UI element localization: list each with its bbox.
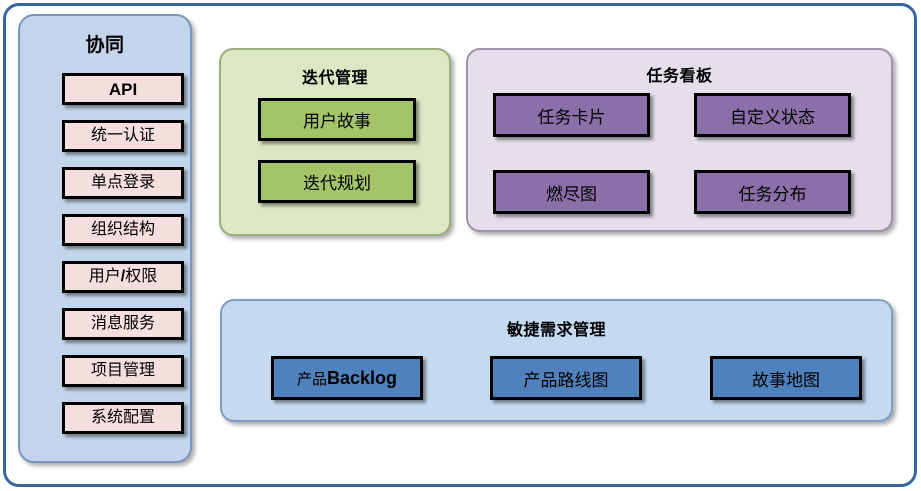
sidebar-item-sso[interactable]: 单点登录 — [62, 167, 184, 199]
outer-frame — [3, 3, 917, 487]
sidebar-title: 协同 — [85, 35, 125, 56]
sidebar-item-project-management[interactable]: 项目管理 — [62, 355, 184, 387]
sidebar-item-system-config[interactable]: 系统配置 — [62, 402, 184, 434]
agile-box-product-backlog[interactable]: 产品Backlog — [271, 356, 423, 400]
sidebar-item-label: 用户/权限 — [88, 268, 158, 285]
task-board-panel: 任务看板 任务卡片 自定义状态 燃尽图 任务分布 — [466, 48, 893, 232]
sidebar-item-user-permission[interactable]: 用户/权限 — [62, 261, 184, 293]
agile-box-product-roadmap[interactable]: 产品路线图 — [490, 356, 642, 400]
agile-requirements-panel: 敏捷需求管理 产品Backlog 产品路线图 故事地图 — [220, 299, 893, 422]
iteration-box-iteration-planning[interactable]: 迭代规划 — [258, 160, 416, 203]
taskboard-box-task-distribution[interactable]: 任务分布 — [694, 170, 851, 214]
agile-box-story-map[interactable]: 故事地图 — [710, 356, 862, 400]
sidebar-item-org-structure[interactable]: 组织结构 — [62, 214, 184, 246]
sidebar-panel: 协同 API 统一认证 单点登录 组织结构 用户/权限 消息服务 项目管理 系统… — [18, 14, 192, 463]
taskboard-box-custom-status[interactable]: 自定义状态 — [694, 93, 851, 137]
taskboard-box-burndown-chart[interactable]: 燃尽图 — [493, 170, 650, 214]
sidebar-item-api[interactable]: API — [62, 73, 184, 105]
sidebar-item-message-service[interactable]: 消息服务 — [62, 308, 184, 340]
iteration-box-user-story[interactable]: 用户故事 — [258, 98, 416, 141]
agile-requirements-title: 敏捷需求管理 — [506, 322, 606, 339]
iteration-management-panel: 迭代管理 用户故事 迭代规划 — [219, 48, 451, 236]
task-board-title: 任务看板 — [646, 68, 713, 85]
taskboard-box-task-card[interactable]: 任务卡片 — [493, 93, 650, 137]
sidebar-item-unified-auth[interactable]: 统一认证 — [62, 120, 184, 152]
agile-box-label-suffix: Backlog — [326, 367, 398, 388]
iteration-management-title: 迭代管理 — [301, 70, 368, 87]
agile-box-label: 产品Backlog — [297, 368, 397, 389]
agile-box-label-prefix: 产品 — [296, 371, 327, 388]
